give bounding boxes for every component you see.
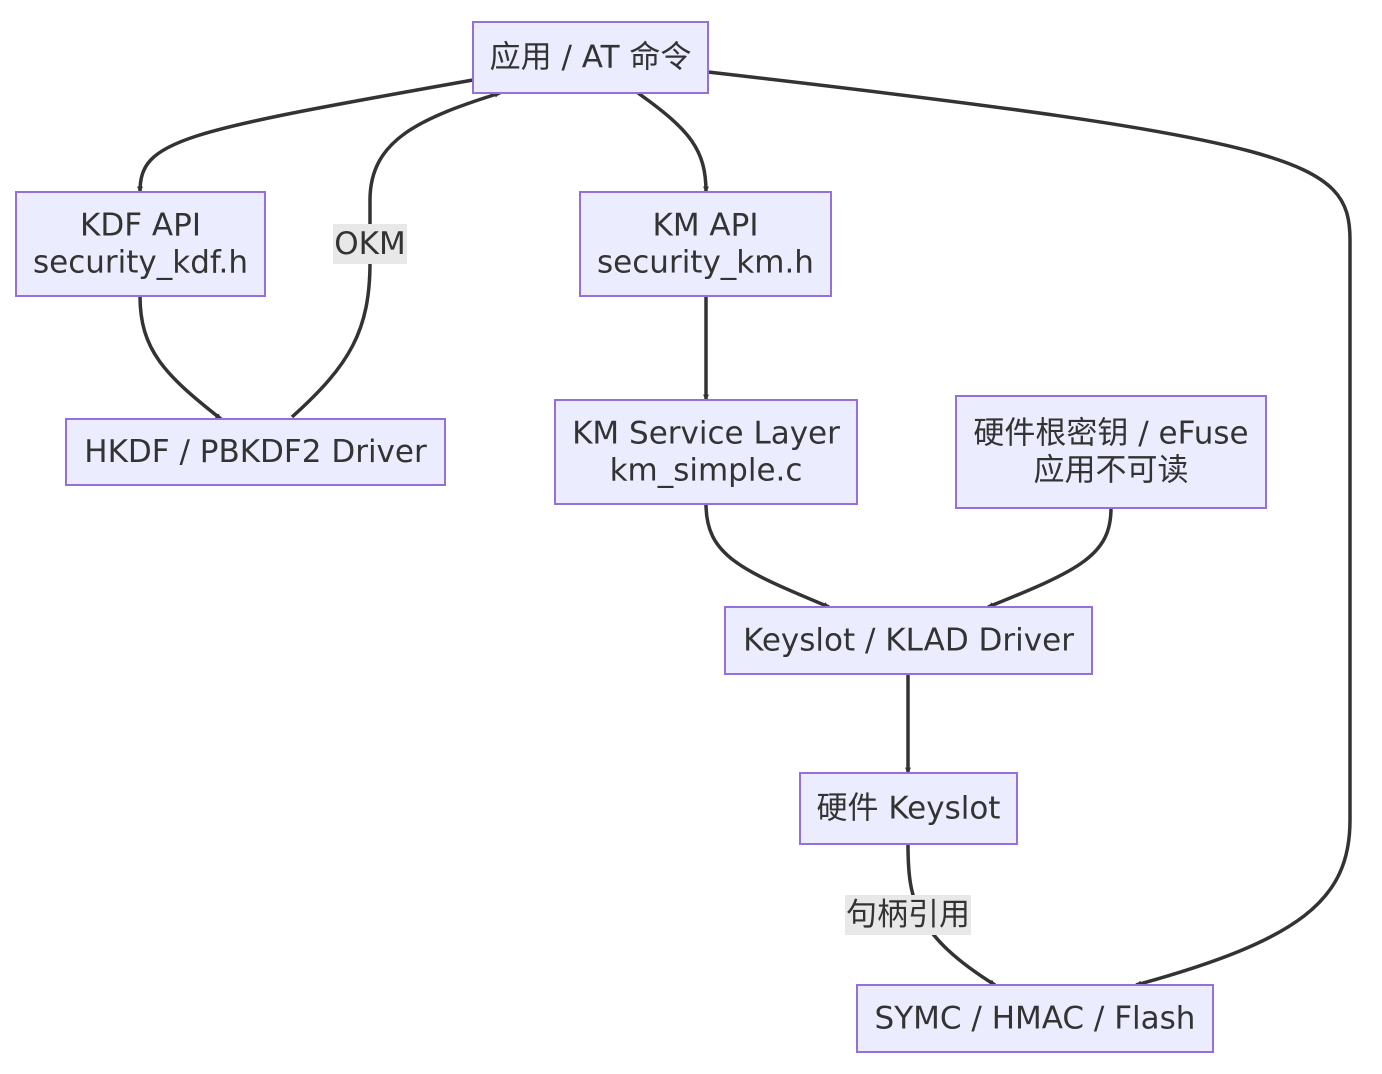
edge-km-service-to-keyslot-driver <box>704 503 830 609</box>
node-hw-keyslot: 硬件 Keyslot <box>799 772 1018 845</box>
node-box <box>799 772 1018 845</box>
node-label-line: 硬件根密钥 / eFuse <box>973 416 1248 452</box>
node-box <box>15 191 266 297</box>
node-label-line: security_km.h <box>597 245 814 281</box>
edges-layer: OKM 句柄引用 <box>137 70 1352 987</box>
edge-label: 句柄引用 <box>845 895 971 935</box>
edge-arrow <box>138 295 223 421</box>
edge-label-text: OKM <box>334 226 405 262</box>
node-box <box>472 21 709 94</box>
edge-label-text: 句柄引用 <box>846 897 970 933</box>
node-keyslot-driver: Keyslot / KLAD Driver <box>724 606 1093 675</box>
edge-kdf-api-to-kdf-driver <box>138 295 223 421</box>
edge-root-key-to-keyslot-driver <box>987 507 1113 609</box>
node-box <box>724 606 1093 675</box>
node-kdf-driver: HKDF / PBKDF2 Driver <box>65 418 446 486</box>
node-box <box>579 191 832 297</box>
node-label-line: KM Service Layer <box>572 416 840 452</box>
node-app: 应用 / AT 命令 <box>472 21 709 94</box>
node-label-line: km_simple.c <box>610 453 803 489</box>
edge-arrow <box>636 91 709 193</box>
edge-label-background <box>333 224 407 264</box>
node-box <box>554 399 858 505</box>
edge-arrow <box>704 503 830 609</box>
edge-app-to-consumers <box>707 70 1352 987</box>
node-label-line: KM API <box>653 208 759 244</box>
edge-app-to-km-api <box>636 91 709 193</box>
edge-app-to-kdf-api <box>137 78 474 193</box>
node-box <box>856 984 1214 1053</box>
edge-kdf-driver-to-app <box>290 91 501 419</box>
edge-label: OKM <box>333 224 407 264</box>
node-label-line: KDF API <box>80 208 201 244</box>
node-label-line: 应用 / AT 命令 <box>490 40 692 76</box>
edge-arrow <box>290 91 501 419</box>
node-label-line: 硬件 Keyslot <box>817 791 1001 827</box>
node-label-line: security_kdf.h <box>33 245 248 281</box>
edge-arrow <box>707 70 1352 987</box>
node-label-line: SYMC / HMAC / Flash <box>875 1001 1196 1037</box>
node-label-line: HKDF / PBKDF2 Driver <box>84 434 427 470</box>
node-box <box>955 395 1267 509</box>
edge-arrow <box>987 507 1113 609</box>
edge-label-background <box>845 895 971 935</box>
node-box <box>65 418 446 486</box>
node-label-line: Keyslot / KLAD Driver <box>743 623 1074 659</box>
node-label-line: 应用不可读 <box>1034 453 1189 489</box>
edge-arrow <box>137 78 474 193</box>
node-consumers: SYMC / HMAC / Flash <box>856 984 1214 1053</box>
